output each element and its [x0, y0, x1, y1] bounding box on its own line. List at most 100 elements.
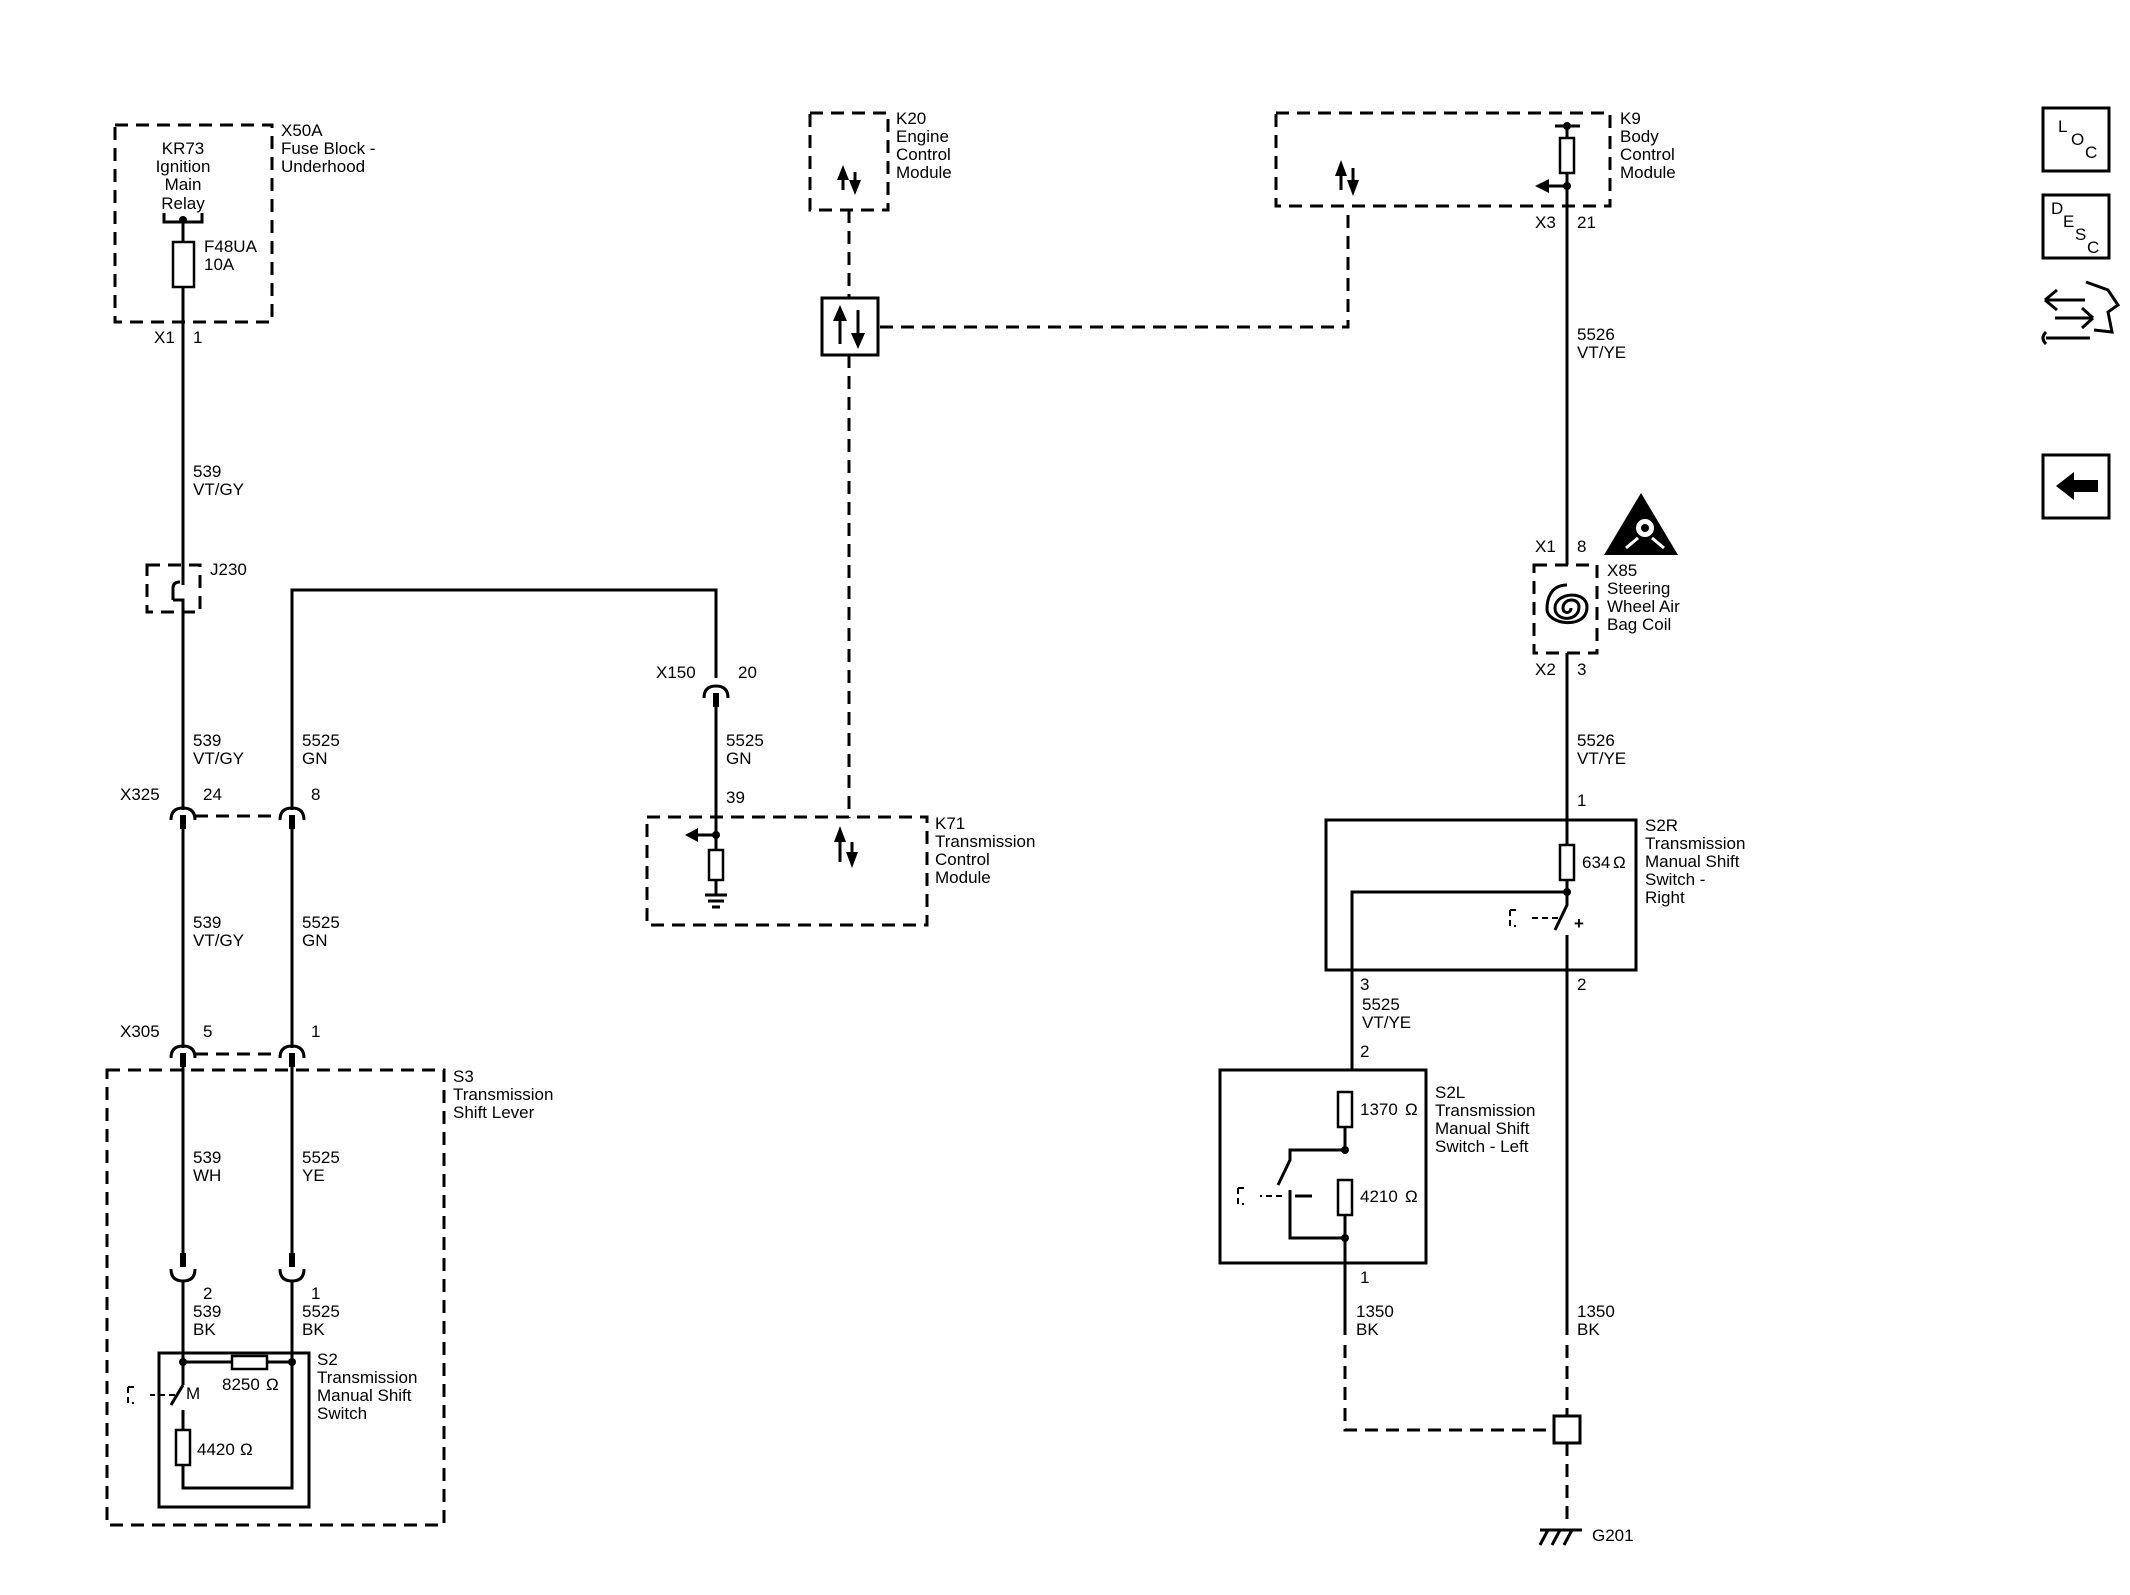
s2r-mode-label: + — [1574, 914, 1584, 933]
ecm-label-2: Control — [896, 145, 951, 164]
fuse-block-label-2: Underhood — [281, 157, 365, 176]
wire-5526-b-circuit: 5526 — [1577, 731, 1615, 750]
wire-5525-gn-route — [290, 588, 718, 810]
s2l-label-3: Switch - Left — [1435, 1137, 1529, 1156]
s2l-id: S2L — [1435, 1083, 1465, 1102]
shift-lever-s3: S3 Transmission Shift Lever — [105, 1067, 553, 1527]
fuse-id: F48UA — [204, 237, 258, 256]
clockspring-coil-icon — [1545, 583, 1589, 625]
s2-terminal-b-icon — [278, 1268, 306, 1283]
r4420-unit: Ω — [240, 1440, 253, 1459]
r8250-value: 8250 — [222, 1375, 260, 1394]
tcm-label-3: Module — [935, 868, 991, 887]
resistor-4210-icon — [1336, 1178, 1354, 1217]
fuse-f48ua-icon — [171, 240, 196, 289]
svg-text:L: L — [2058, 117, 2067, 136]
wire-539-bk-color: BK — [193, 1320, 216, 1339]
x305-terminal-a-icon — [169, 1044, 197, 1059]
s2-switch-contact-icon — [169, 1384, 185, 1406]
x1-connector-name: X1 — [154, 328, 175, 347]
wire-539-wh-circuit: 539 — [193, 1148, 221, 1167]
x325-terminal-a-icon — [169, 806, 197, 821]
bcm-label-2: Control — [1620, 145, 1675, 164]
r634-value: 634 — [1582, 853, 1610, 872]
wire-539-wh-color: WH — [193, 1166, 221, 1185]
wrench-icon — [2041, 330, 2090, 346]
r1370-value: 1370 — [1360, 1100, 1398, 1119]
svg-text:C: C — [2085, 143, 2097, 162]
x150-pin: 20 — [738, 663, 757, 682]
coil-top-name: X1 — [1535, 537, 1556, 556]
switch-s2r: S2R Transmission Manual Shift Switch - R… — [1324, 816, 1745, 990]
airbag-coil-x85: X85 Steering Wheel Air Bag Coil — [1532, 561, 1680, 655]
wire-539-b-color: VT/GY — [193, 749, 244, 768]
ecm-id: K20 — [896, 109, 926, 128]
resistor-8250-icon — [230, 1354, 269, 1371]
s2r-pin3: 3 — [1360, 975, 1369, 994]
wire-5525-c-circuit: 5525 — [726, 731, 764, 750]
wire-5525-bk-circuit: 5525 — [302, 1302, 340, 1321]
transfer-arrows-icon — [2044, 288, 2095, 330]
s2r-pin2: 2 — [1577, 975, 1586, 994]
s2-internal-wiring — [181, 1360, 294, 1490]
bcm-label-3: Module — [1620, 163, 1676, 182]
svg-text:C: C — [2087, 238, 2099, 257]
s2l-label-1: Transmission — [1435, 1101, 1535, 1120]
s2r-label-1: Transmission — [1645, 834, 1745, 853]
bcm-connector-name: X3 — [1535, 213, 1556, 232]
resistor-4420-icon — [174, 1428, 192, 1467]
connector-x325: X325 24 8 — [120, 785, 320, 829]
x325-name: X325 — [120, 785, 160, 804]
s2-switch-actuator-icon — [127, 1386, 175, 1404]
desc-button[interactable]: D E S C — [2041, 193, 2111, 260]
x1-connector-pin: 1 — [193, 328, 202, 347]
ground-g201: G201 — [1538, 1526, 1634, 1546]
service-tools-button[interactable] — [2041, 280, 2121, 346]
x305-pin-b: 1 — [311, 1022, 320, 1041]
ecm-label-3: Module — [896, 163, 952, 182]
r1370-unit: Ω — [1405, 1100, 1418, 1119]
wire-5526-b-color: VT/YE — [1577, 749, 1626, 768]
s2-mode-label: M — [186, 1384, 200, 1403]
tcm-label-2: Control — [935, 850, 990, 869]
r634-unit: Ω — [1613, 853, 1626, 872]
s2-label-3: Switch — [317, 1404, 367, 1423]
x305-terminal-b-icon — [278, 1044, 306, 1059]
wire-539-b-circuit: 539 — [193, 731, 221, 750]
r4210-unit: Ω — [1405, 1187, 1418, 1206]
s3-id: S3 — [453, 1067, 474, 1086]
bcm-connector-pin: 21 — [1577, 213, 1596, 232]
tcm-pin: 39 — [726, 788, 745, 807]
ground-splice-icon — [1552, 1414, 1582, 1445]
s2l-switch-contact-icon — [1276, 1148, 1345, 1240]
svg-text:S: S — [2075, 225, 2086, 244]
serial-data-gateway — [820, 296, 880, 357]
s2r-label-3: Switch - — [1645, 870, 1705, 889]
module-tcm-k71: K71 Transmission Control Module — [645, 814, 1035, 927]
wire-x325-x305 — [181, 829, 294, 1048]
x305-pin-a: 5 — [203, 1022, 212, 1041]
r4210-value: 4210 — [1360, 1187, 1398, 1206]
component-outline-icon — [2085, 280, 2121, 334]
wire-5525-vtye-circuit: 5525 — [1362, 995, 1400, 1014]
back-button[interactable] — [2041, 453, 2111, 520]
s2r-switch-actuator-icon — [1509, 909, 1558, 927]
wire-1350-r-circuit: 1350 — [1577, 1302, 1615, 1321]
s2l-switch-actuator-icon — [1237, 1187, 1282, 1205]
splice-id: J230 — [210, 560, 247, 579]
fuse-block-x50a: X50A Fuse Block - Underhood KR73 Ignitio… — [113, 121, 375, 347]
resistor-1370-icon — [1336, 1090, 1354, 1129]
coil-id: X85 — [1607, 561, 1637, 580]
wire-s2-feed — [181, 1282, 294, 1362]
coil-label-3: Bag Coil — [1607, 615, 1671, 634]
loc-button[interactable]: L O C — [2041, 106, 2111, 173]
wire-539-a-color: VT/GY — [193, 480, 244, 499]
wire-1350-l-color: BK — [1356, 1320, 1379, 1339]
serial-data-line-bcm — [880, 210, 1350, 329]
fuse-rating: 10A — [204, 255, 235, 274]
module-ecm-k20: K20 Engine Control Module — [808, 109, 952, 212]
ground-icon — [1538, 1528, 1582, 1546]
ecm-label-1: Engine — [896, 127, 949, 146]
resistor-634-icon — [1558, 843, 1576, 882]
ground-id: G201 — [1592, 1526, 1634, 1545]
